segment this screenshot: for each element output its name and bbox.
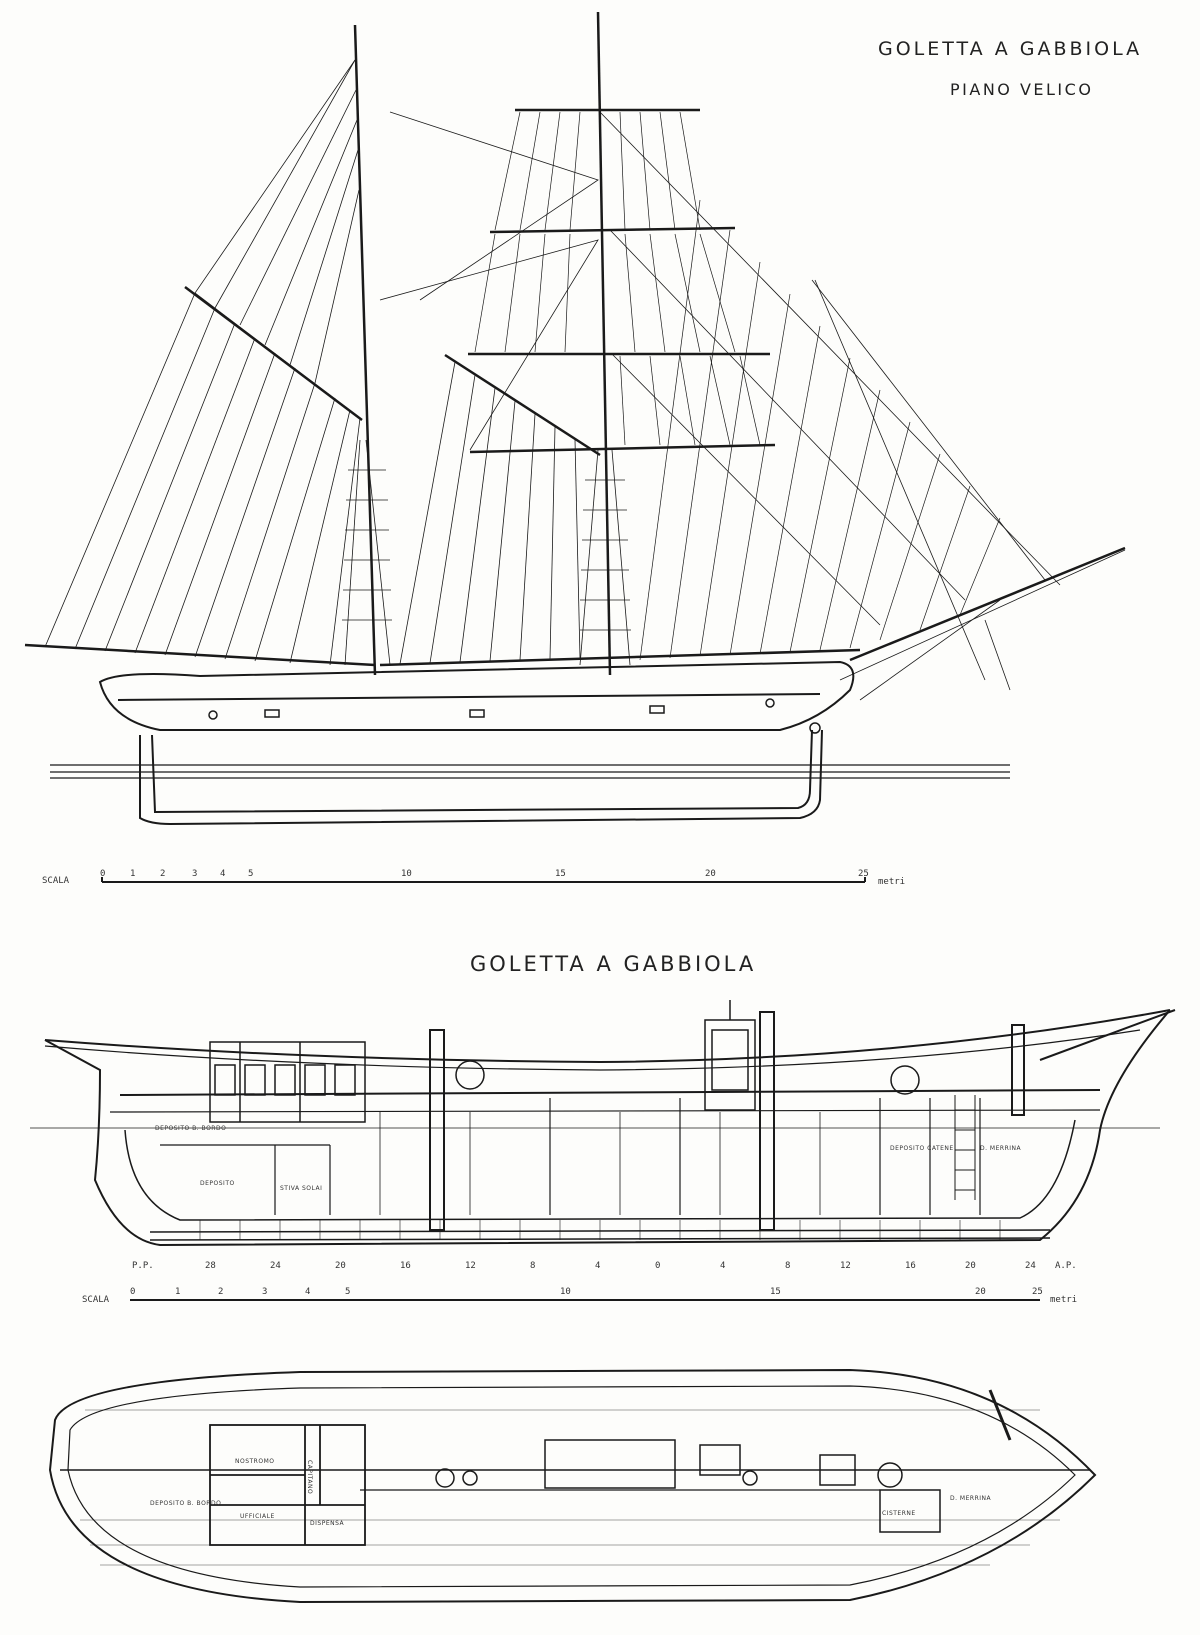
scale-unit: metri	[878, 877, 905, 887]
frame-number: 20	[965, 1261, 976, 1271]
main-yards	[468, 108, 776, 454]
room-label: UFFICIALE	[240, 1513, 275, 1520]
scale-label: SCALA	[82, 1295, 110, 1305]
frame-number: 16	[905, 1261, 916, 1271]
scale-tick: 20	[975, 1287, 986, 1297]
frame-number: 24	[1025, 1261, 1036, 1271]
square-sails	[474, 111, 761, 446]
room-label: DEPOSITO	[200, 1180, 235, 1187]
room-label: DISPENSA	[310, 1520, 345, 1527]
scale-tick: 4	[220, 869, 225, 879]
scale-tick: 10	[560, 1287, 571, 1297]
scale-tick: 2	[218, 1287, 223, 1297]
frame-number: 4	[595, 1261, 600, 1271]
scale-tick: 5	[345, 1287, 350, 1297]
main-sail-seams	[399, 361, 581, 665]
booms	[24, 546, 1126, 667]
deckhouse	[209, 1041, 366, 1123]
windlass	[455, 1060, 485, 1090]
room-label: STIVA SOLAI	[280, 1185, 322, 1192]
frame-number: 4	[720, 1261, 725, 1271]
room-label: CAPITANO	[306, 1460, 313, 1494]
bowsprit-rigging	[839, 549, 1126, 701]
frame-number: 12	[840, 1261, 851, 1271]
staysails	[379, 109, 1061, 681]
room-label: DEPOSITO B. BORDO	[155, 1125, 226, 1132]
frame-number: P.P.	[132, 1261, 154, 1271]
scale-tick: 1	[175, 1287, 180, 1297]
frame-number: 28	[205, 1261, 216, 1271]
sail-plan-title: GOLETTA A GABBIOLA	[878, 38, 1143, 60]
room-label: DEPOSITO CATENE	[890, 1145, 954, 1152]
sail-plan-subtitle: PIANO VELICO	[950, 80, 1094, 99]
jib-seams	[639, 199, 1001, 661]
room-label: NOSTROMO	[235, 1458, 274, 1465]
scale-tick: 20	[705, 869, 716, 879]
room-label: D. MERRINA	[980, 1145, 1021, 1152]
frame-number: 20	[335, 1261, 346, 1271]
fore-top-sail	[194, 59, 361, 419]
frame-number: 16	[400, 1261, 411, 1271]
scale-tick: 5	[248, 869, 253, 879]
capstan	[890, 1065, 920, 1095]
scale-tick: 3	[192, 869, 197, 879]
frame-number: A.P.	[1055, 1261, 1077, 1271]
waterline	[50, 764, 1010, 779]
scale-tick: 25	[858, 869, 869, 879]
scale-unit: metri	[1050, 1295, 1077, 1305]
scale-tick: 4	[305, 1287, 310, 1297]
forward-ladder	[954, 1095, 976, 1200]
scale-tick: 25	[1032, 1287, 1043, 1297]
scale-tick: 0	[100, 869, 105, 879]
room-label: D. MERRINA	[950, 1495, 991, 1502]
fore-sail-seams	[44, 292, 361, 666]
scale-tick: 0	[130, 1287, 135, 1297]
companion-hatch	[704, 1000, 756, 1111]
scale-tick: 15	[770, 1287, 781, 1297]
scale-tick: 1	[130, 869, 135, 879]
scale-tick: 10	[401, 869, 412, 879]
main-mast	[596, 11, 612, 676]
frame-number: 12	[465, 1261, 476, 1271]
scale-tick: 15	[555, 869, 566, 879]
scale-label: SCALA	[42, 876, 70, 886]
frame-number: 0	[655, 1261, 660, 1271]
frame-number: 8	[785, 1261, 790, 1271]
sail-plan-hull	[98, 660, 855, 826]
scale-tick: 2	[160, 869, 165, 879]
sail-plan-scale-bar	[101, 877, 866, 883]
section-masts	[429, 1011, 1025, 1231]
fore-shrouds	[342, 439, 392, 666]
portholes	[208, 698, 821, 734]
room-label: CISTERNE	[882, 1510, 916, 1517]
frame-number: 8	[530, 1261, 535, 1271]
fore-mast	[353, 24, 377, 676]
profile-section-title: GOLETTA A GABBIOLA	[470, 952, 757, 976]
deck-hatches	[544, 1439, 941, 1533]
scale-tick: 3	[262, 1287, 267, 1297]
main-shrouds	[579, 449, 631, 666]
room-label: DEPOSITO B. BORDO	[150, 1500, 221, 1507]
frame-number: 24	[270, 1261, 281, 1271]
